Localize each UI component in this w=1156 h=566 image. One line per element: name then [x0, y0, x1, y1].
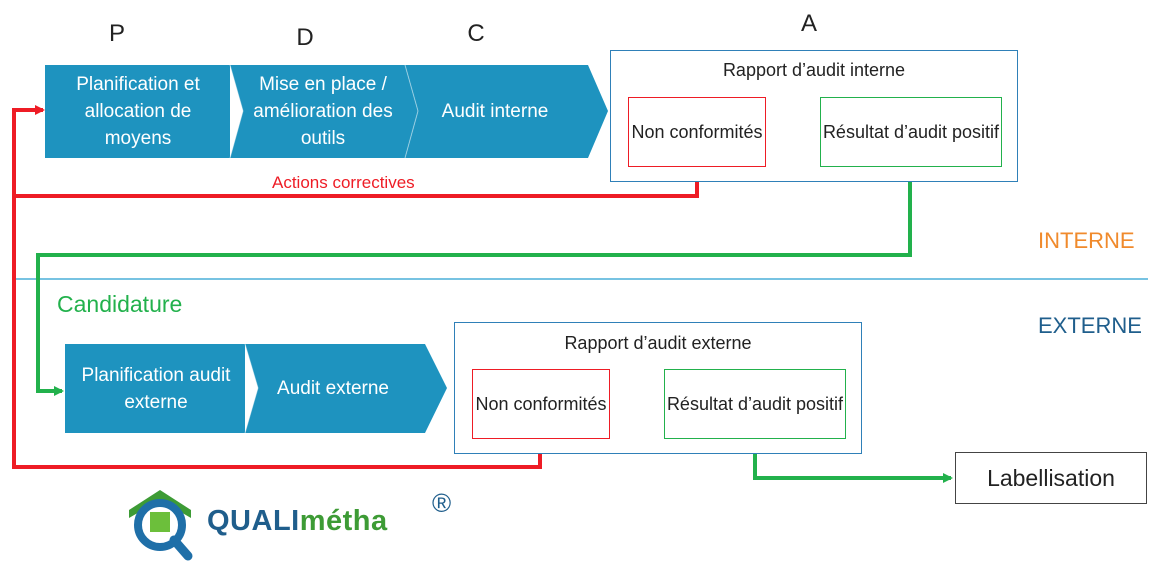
chevron-audit-externe [245, 344, 447, 433]
zone-interne-label: INTERNE [1038, 228, 1135, 253]
chevron-audit-interne [405, 65, 608, 158]
external-nonconform-box [472, 369, 610, 439]
external-report-title: Rapport d’audit externe [564, 333, 752, 353]
zone-externe-label: EXTERNE [1038, 313, 1142, 338]
chevron-planification [45, 65, 230, 158]
internal-report-title: Rapport d’audit interne [722, 60, 906, 80]
internal-positive-box [820, 97, 1002, 167]
phase-a: A [800, 10, 817, 37]
candidature-label: Candidature [57, 291, 183, 317]
step-planification: Planification et allocation de moyens [76, 74, 200, 149]
step-audit-externe: Audit externe [277, 378, 389, 399]
labellisation-label: Labellisation [987, 465, 1115, 491]
labellisation-box [955, 452, 1147, 504]
step-mise-en-place: Mise en place / amélioration des outils [253, 74, 393, 149]
external-positive-box [664, 369, 846, 439]
internal-nonconform-box [628, 97, 766, 167]
external-positive-label: Résultat d’audit positif [666, 394, 844, 414]
external-nonconformity-arrow [12, 196, 542, 469]
qualimetha-logo-icon [129, 490, 193, 561]
chevron-mise-en-place [230, 65, 418, 158]
chevron-planification-externe [65, 344, 245, 433]
corrective-actions-label: Actions correctives [272, 173, 415, 192]
logo-registered: ® [432, 488, 452, 518]
phase-c: C [467, 20, 485, 47]
candidature-arrow [36, 168, 912, 396]
internal-positive-label: Résultat d’audit positif [822, 122, 1000, 142]
logo-brand-a: QUALI [207, 505, 300, 537]
phase-p: P [108, 20, 125, 47]
qualimetha-logo: QUALImétha [207, 505, 388, 538]
logo-brand-b: métha [299, 505, 388, 537]
step-audit-interne: Audit interne [441, 101, 549, 122]
internal-nonconform-label: Non conformités [631, 122, 763, 142]
external-nonconform-label: Non conformités [475, 394, 607, 414]
phase-d: D [296, 24, 314, 51]
step-planification-externe: Planification audit externe [81, 364, 231, 413]
